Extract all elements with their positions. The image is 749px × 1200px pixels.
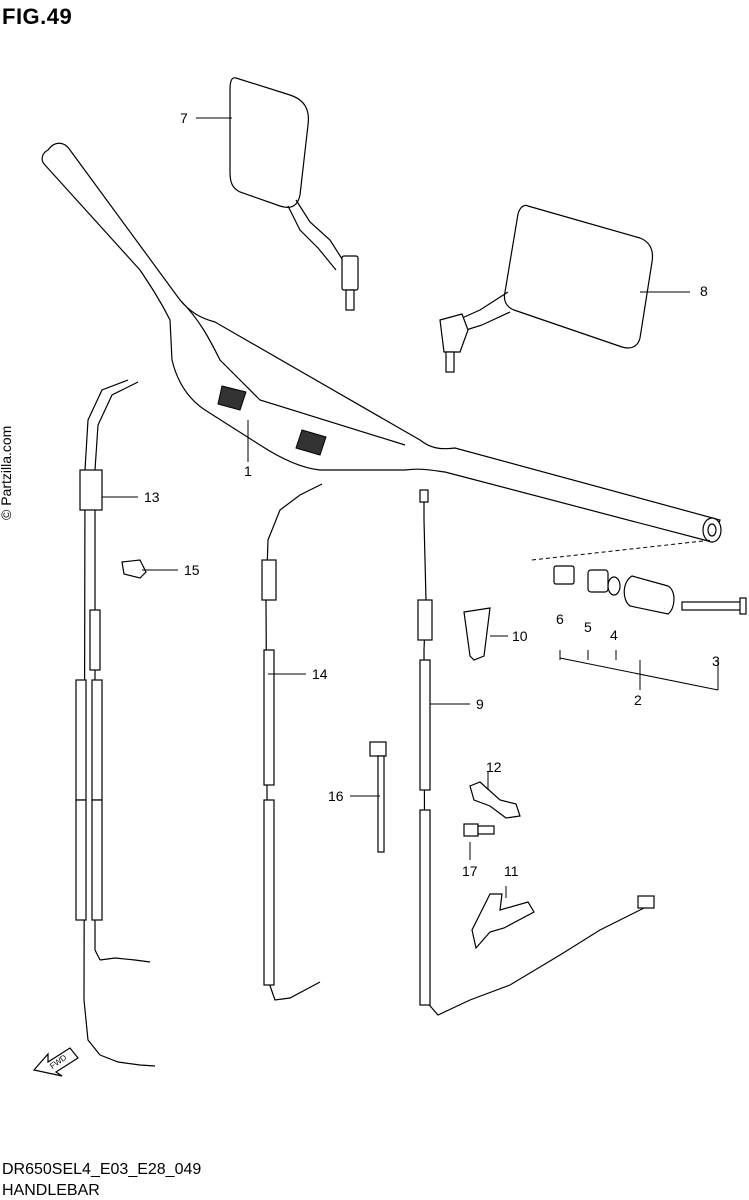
callout-17: 17 bbox=[462, 863, 478, 879]
callout-1: 1 bbox=[244, 463, 252, 479]
screw-17-part[interactable] bbox=[463, 823, 495, 837]
callout-5: 5 bbox=[584, 619, 592, 635]
fwd-arrow-icon: FWD bbox=[32, 1047, 79, 1077]
bracket-12-part[interactable] bbox=[469, 781, 521, 819]
handlebar-part[interactable] bbox=[41, 142, 722, 543]
clamp-15-part[interactable] bbox=[121, 559, 147, 579]
callout-16: 16 bbox=[328, 788, 344, 804]
callout-10: 10 bbox=[512, 628, 528, 644]
throttle-cable-part[interactable] bbox=[75, 379, 156, 1067]
callout-4: 4 bbox=[610, 627, 618, 643]
tie-16-part[interactable] bbox=[369, 741, 387, 853]
callout-11: 11 bbox=[504, 863, 519, 879]
callout-8: 8 bbox=[700, 283, 708, 299]
callout-13: 13 bbox=[144, 489, 160, 505]
bolt-3-part[interactable] bbox=[681, 597, 747, 615]
callout-9: 9 bbox=[476, 696, 484, 712]
figure-title: FIG.49 bbox=[2, 4, 73, 29]
cable-9-part[interactable] bbox=[417, 489, 655, 1016]
washer-4-part[interactable] bbox=[607, 576, 621, 596]
callout-7: 7 bbox=[180, 110, 188, 126]
callout-15: 15 bbox=[184, 562, 200, 578]
figure-code: DR650SEL4_E03_E28_049 bbox=[2, 1161, 202, 1178]
callout-12: 12 bbox=[486, 759, 502, 775]
mirror-right-part[interactable] bbox=[439, 204, 654, 373]
figure-name: HANDLEBAR bbox=[2, 1182, 100, 1199]
callout-2: 2 bbox=[634, 692, 642, 708]
spacer-5-part[interactable] bbox=[587, 569, 609, 593]
boot-10-part[interactable] bbox=[463, 607, 491, 661]
callout-6: 6 bbox=[556, 611, 564, 627]
bracket-11-part[interactable] bbox=[471, 893, 535, 950]
clutch-cable-part[interactable] bbox=[261, 483, 323, 1001]
callout-14: 14 bbox=[312, 666, 328, 682]
bar-end-weight-2-part[interactable] bbox=[623, 575, 675, 615]
mirror-left-part[interactable] bbox=[229, 77, 359, 311]
nut-6-part[interactable] bbox=[553, 565, 575, 585]
callout-3: 3 bbox=[712, 653, 720, 669]
